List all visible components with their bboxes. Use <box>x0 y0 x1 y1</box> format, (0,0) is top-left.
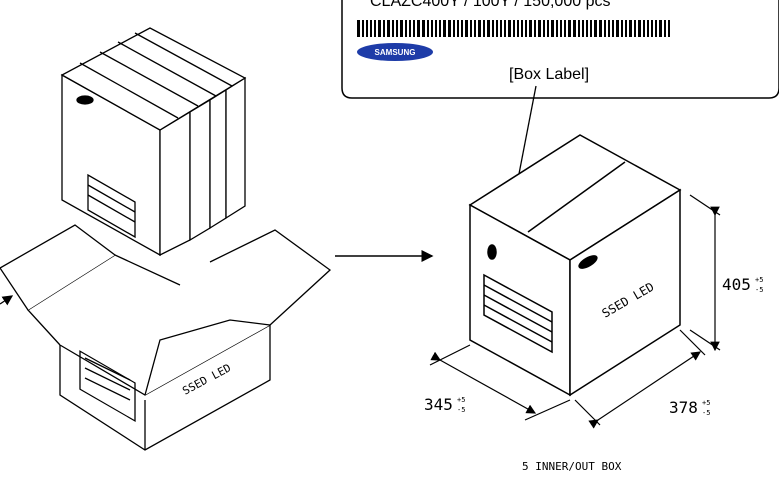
barcode-bar <box>629 20 632 37</box>
barcode-bar <box>374 20 376 37</box>
barcode-bar <box>427 20 429 37</box>
barcode-bar <box>465 20 468 37</box>
barcode-bar <box>378 20 381 37</box>
barcode-bar <box>396 20 398 37</box>
barcode-bar <box>405 20 407 37</box>
barcode-bar <box>470 20 472 37</box>
barcode-bar <box>590 20 592 37</box>
barcode-bar <box>383 20 385 37</box>
barcode-bar <box>551 20 554 37</box>
barcode-bar <box>643 20 645 37</box>
barcode-bar <box>496 20 498 37</box>
barcode-bar <box>448 20 451 37</box>
badge-text: SAMSUNG <box>375 48 416 57</box>
barcode-bar <box>453 20 455 37</box>
open-outer-box: SSED LED <box>0 224 332 451</box>
barcode-bar <box>366 20 368 37</box>
barcode-bar <box>664 20 666 37</box>
barcode-bar <box>625 20 627 37</box>
box-label-caption: [Box Label] <box>509 66 589 83</box>
barcode-bar <box>362 20 364 37</box>
dim-depth-tol-plus: +5 <box>457 396 465 404</box>
barcode-bar <box>586 20 588 37</box>
samsung-badge: SAMSUNG <box>357 43 433 61</box>
barcode-bar <box>616 20 619 37</box>
barcode-bar <box>413 20 415 37</box>
barcode-bar <box>647 20 649 37</box>
barcode-bar <box>578 20 580 37</box>
barcode-bar <box>560 20 562 37</box>
barcode-bar <box>655 20 657 37</box>
dimension-values: 405 +5 -5 345 +5 -5 378 +5 -5 <box>424 275 763 417</box>
barcode-bar <box>521 20 523 37</box>
barcode-bar <box>400 20 403 37</box>
closed-outer-box: SSED LED <box>468 134 682 397</box>
barcode-bar <box>422 20 425 37</box>
barcode-bar <box>483 20 485 37</box>
barcode-bar <box>608 20 610 37</box>
barcode-bar <box>492 20 494 37</box>
barcode-bar <box>534 20 536 37</box>
barcode-bar <box>457 20 459 37</box>
barcode-bar <box>435 20 437 37</box>
barcode-bar <box>564 20 566 37</box>
dim-height-tol-minus: -5 <box>755 286 763 294</box>
barcode-bar <box>538 20 541 37</box>
barcode-bar <box>543 20 545 37</box>
dim-depth: 345 <box>424 395 453 414</box>
barcode-bar <box>556 20 558 37</box>
barcode-bar <box>474 20 476 37</box>
barcode-bar <box>634 20 636 37</box>
barcode-bar <box>439 20 441 37</box>
barcode-bar <box>461 20 463 37</box>
barcode-bar <box>409 20 411 37</box>
dimension-lines <box>429 194 721 429</box>
barcode-bar <box>612 20 614 37</box>
barcode-bar <box>431 20 433 37</box>
barcode-bar <box>659 20 662 37</box>
barcode-bar <box>513 20 515 37</box>
barcode <box>357 20 670 37</box>
barcode-bar <box>568 20 571 37</box>
dim-width-tol-minus: -5 <box>702 409 710 417</box>
barcode-bar <box>357 20 360 37</box>
barcode-bar <box>638 20 641 37</box>
barcode-bar <box>594 20 597 37</box>
dim-depth-tol-minus: -5 <box>457 406 465 414</box>
barcode-bar <box>508 20 511 37</box>
label-partial-text: CLAZC400Y / 100Y / 150,000 pcs <box>370 0 610 10</box>
barcode-bar <box>547 20 549 37</box>
barcode-bar <box>387 20 390 37</box>
barcode-bar <box>443 20 446 37</box>
dim-height-tol-plus: +5 <box>755 276 763 284</box>
barcode-bar <box>500 20 502 37</box>
barcode-bar <box>504 20 506 37</box>
barcode-bar <box>392 20 394 37</box>
dim-width-tol-plus: +5 <box>702 399 710 407</box>
diagram-caption: 5 INNER/OUT BOX <box>522 460 622 473</box>
dim-width: 378 <box>669 398 698 417</box>
dim-height: 405 <box>722 275 751 294</box>
barcode-bar <box>529 20 532 37</box>
barcode-bar <box>599 20 602 37</box>
box-label-callout: CLAZC400Y / 100Y / 150,000 pcs SAMSUNG [… <box>341 0 779 99</box>
barcode-bar <box>651 20 653 37</box>
barcode-bar <box>573 20 576 37</box>
barcode-bar <box>582 20 584 37</box>
barcode-bar <box>417 20 420 37</box>
barcode-bar <box>604 20 606 37</box>
barcode-bar <box>487 20 490 37</box>
barcode-bar <box>517 20 519 37</box>
small-arrow <box>0 295 14 306</box>
barcode-bar <box>621 20 623 37</box>
inner-box-stack <box>60 27 247 257</box>
barcode-bar <box>525 20 527 37</box>
barcode-bar <box>478 20 481 37</box>
barcode-bar <box>370 20 372 37</box>
barcode-bar <box>668 20 670 37</box>
